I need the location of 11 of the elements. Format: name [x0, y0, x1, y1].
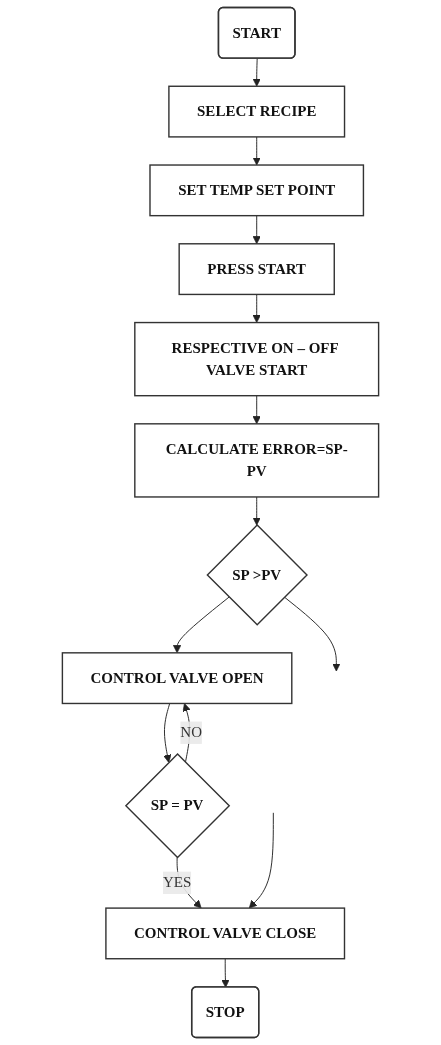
edge-label: NO — [180, 724, 202, 741]
node-diamond: SP = PV — [124, 753, 231, 859]
node-diamond: SP >PV — [206, 524, 308, 626]
node-box: SELECT RECIPE — [168, 85, 346, 138]
node-box: RESPECTIVE ON – OFF VALVE START — [134, 321, 380, 397]
node-box: PRESS START — [178, 243, 335, 296]
node-box: CONTROL VALVE CLOSE — [105, 907, 346, 960]
node-box: CALCULATE ERROR=SP-PV — [134, 423, 380, 498]
node-box: SET TEMP SET POINT — [149, 164, 365, 217]
node-box: CONTROL VALVE OPEN — [61, 652, 293, 705]
edge-label: YES — [162, 874, 192, 891]
